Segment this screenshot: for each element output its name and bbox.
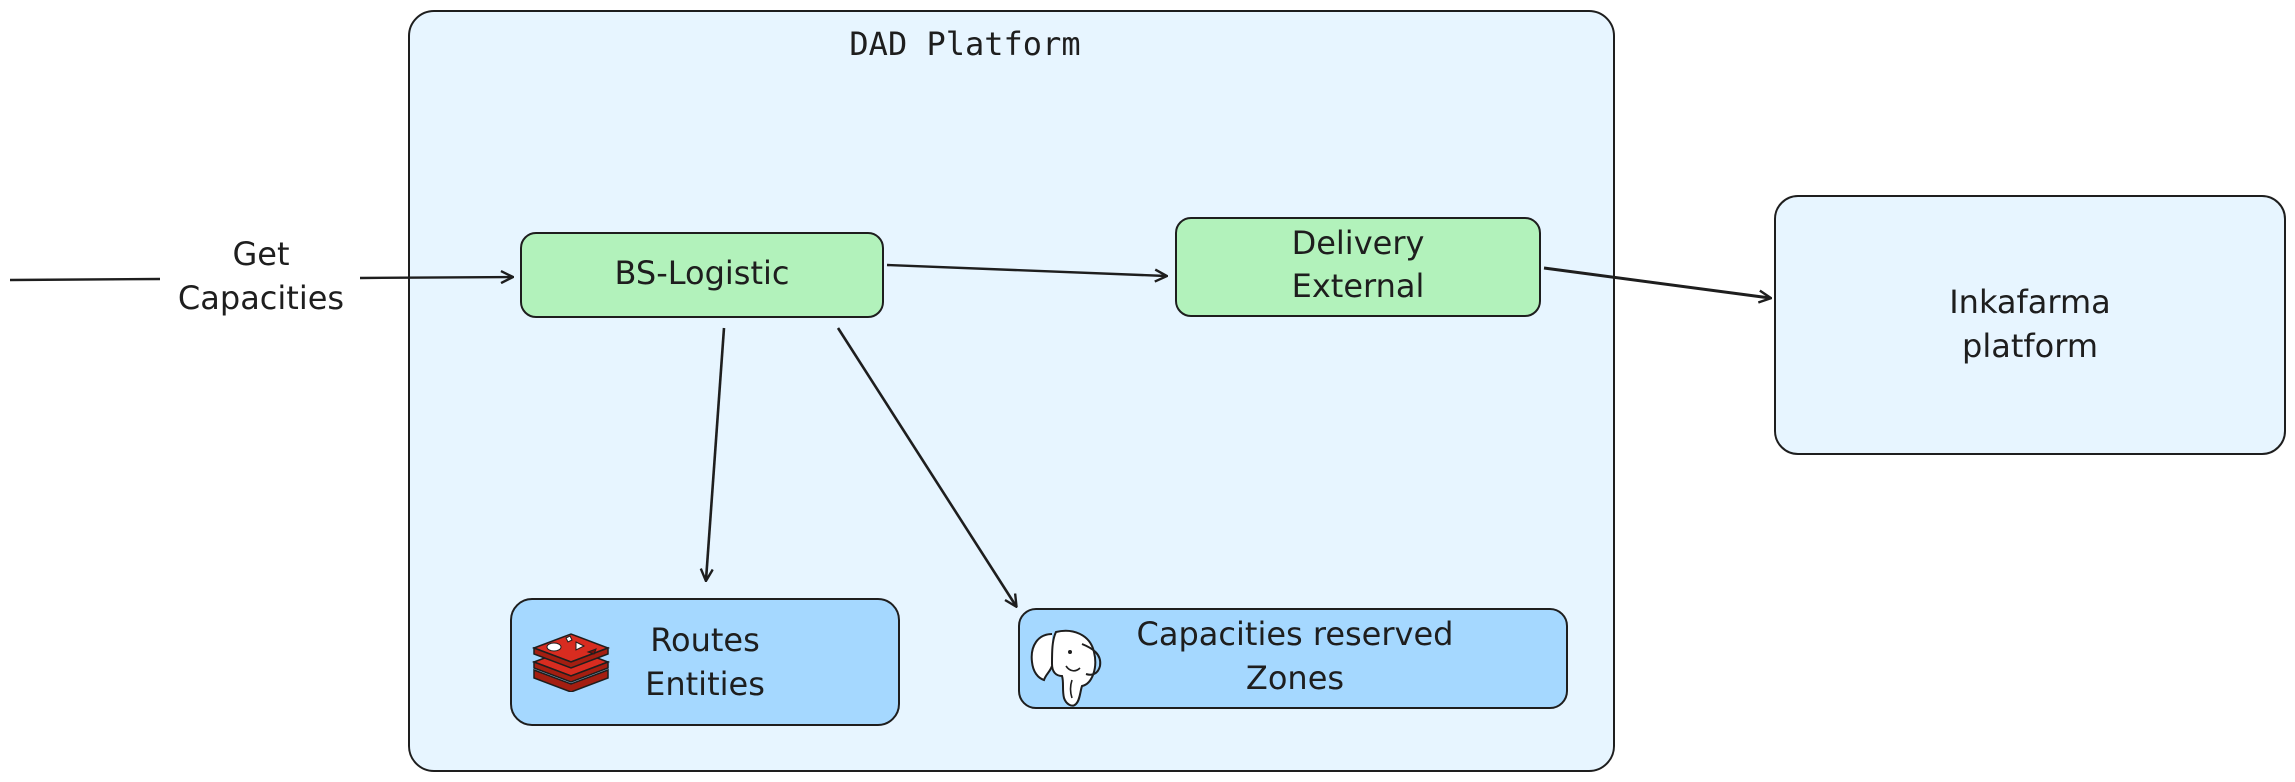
input-arrow bbox=[9, 277, 512, 280]
delivery-external-to-inkafarma-arrow bbox=[1543, 266, 1770, 298]
postgresql-elephant-icon bbox=[1030, 629, 1102, 707]
capacities-reserved-zones-label: Capacities reserved Zones bbox=[1136, 615, 1454, 697]
bs-logistic-to-routes-entities-arrow bbox=[706, 327, 726, 580]
dad-platform-title: DAD Platform bbox=[849, 25, 1081, 63]
bs-logistic-to-capacities-zones-arrow bbox=[836, 327, 1016, 606]
bs-logistic-label: BS-Logistic bbox=[614, 254, 790, 292]
routes-entities-label: Routes Entities bbox=[645, 621, 765, 703]
redis-icon bbox=[531, 633, 611, 692]
bs-logistic-node bbox=[520, 232, 884, 318]
get-capacities-label: Get Capacities bbox=[177, 235, 345, 317]
bs-logistic-to-delivery-external-arrow bbox=[886, 263, 1166, 276]
delivery-external-label: Delivery External bbox=[1291, 224, 1425, 305]
capacities-reserved-zones-node bbox=[1018, 608, 1568, 709]
inkafarma-platform-node bbox=[1774, 195, 2286, 455]
delivery-external-node bbox=[1175, 217, 1541, 317]
inkafarma-platform-label: Inkafarma platform bbox=[1949, 283, 2111, 365]
